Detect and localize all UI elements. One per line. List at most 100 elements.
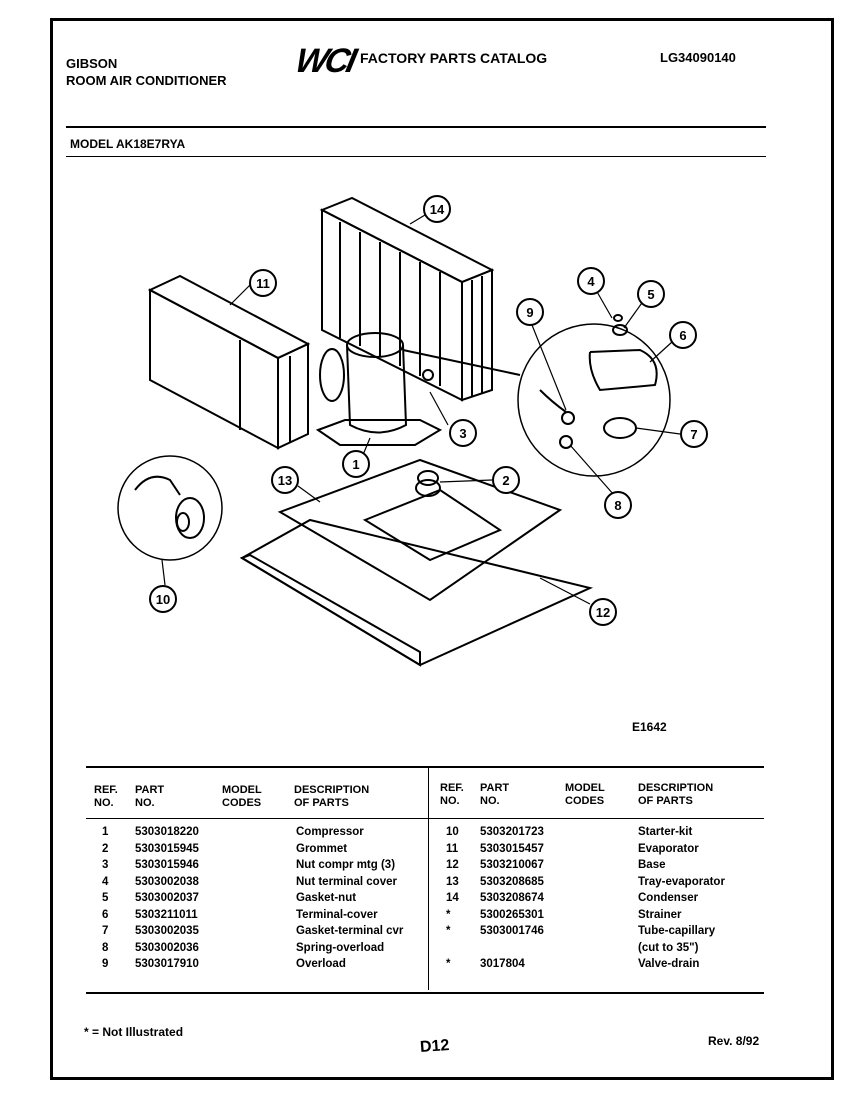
cell-part: 5303210067 <box>480 859 544 871</box>
callout-number: 6 <box>679 328 686 343</box>
cell-ref: 2 <box>102 842 109 855</box>
callout-7: 7 <box>680 420 708 448</box>
header-part-no-right: PART NO. <box>480 782 510 807</box>
callout-number: 1 <box>352 457 359 472</box>
cell-ref: 6 <box>102 908 109 921</box>
callout-number: 5 <box>647 287 654 302</box>
brand-name: GIBSON <box>66 56 118 71</box>
cell-part: 5303208685 <box>480 875 544 888</box>
cell-part: 3017804 <box>480 958 525 970</box>
catalog-title: FACTORY PARTS CATALOG <box>360 50 548 66</box>
callout-10: 10 <box>149 585 177 613</box>
cell-ref: 8 <box>102 941 109 954</box>
condenser-drawing <box>319 196 495 402</box>
table-header-rule <box>86 818 764 819</box>
callout-number: 9 <box>526 305 533 320</box>
cell-part: 5303002037 <box>135 892 199 904</box>
cell-desc: Valve-drain <box>638 958 700 970</box>
cell-desc: Nut terminal cover <box>296 875 397 888</box>
header-part-no-left: PART NO. <box>135 784 165 809</box>
cell-part: 5303002035 <box>135 925 199 937</box>
header-description-left: DESCRIPTION OF PARTS <box>294 784 370 809</box>
cell-desc: Grommet <box>296 842 348 855</box>
callout-number: 8 <box>614 498 621 513</box>
exploded-parts-diagram <box>117 196 681 667</box>
cell-desc: Overload <box>296 958 346 970</box>
starter-kit-detail <box>117 455 223 561</box>
header-ref-no-left: REF. NO. <box>94 784 118 809</box>
cell-ref: 11 <box>446 842 459 855</box>
callout-12: 12 <box>589 598 617 626</box>
cell-desc: Base <box>638 859 666 871</box>
callout-6: 6 <box>669 321 697 349</box>
cell-desc: Nut compr mtg (3) <box>296 859 396 871</box>
cell-ref: 5 <box>102 892 109 904</box>
cell-desc: Condenser <box>638 892 699 904</box>
cell-ref: 3 <box>102 859 109 871</box>
cell-part: 5303015945 <box>135 842 199 855</box>
cell-desc: Gasket-nut <box>296 892 357 904</box>
cell-desc: Starter-kit <box>638 826 693 838</box>
header-ref-no-right: REF. NO. <box>440 782 464 807</box>
cell-ref: * <box>446 908 451 921</box>
cell-part: 5300265301 <box>480 908 544 921</box>
callout-4: 4 <box>577 267 605 295</box>
cell-ref: 1 <box>102 826 109 838</box>
callout-13: 13 <box>271 466 299 494</box>
callout-number: 2 <box>502 473 509 488</box>
cell-ref: * <box>446 925 451 937</box>
header-rule <box>66 126 766 128</box>
callout-3: 3 <box>449 419 477 447</box>
cell-part: 5303018220 <box>135 826 199 838</box>
cell-desc: Gasket-terminal cvr <box>296 925 404 937</box>
cell-part: 5303208674 <box>480 892 544 904</box>
callout-number: 11 <box>256 276 270 291</box>
cell-ref: 7 <box>102 925 109 937</box>
product-type: ROOM AIR CONDITIONER <box>66 73 227 88</box>
cell-ref: 12 <box>446 859 459 871</box>
page-number: D12 <box>419 1036 450 1057</box>
cell-part: 5303211011 <box>135 908 198 921</box>
header-model-codes-right: MODEL CODES <box>565 782 605 807</box>
table-column-divider <box>428 766 429 990</box>
callout-11: 11 <box>249 269 277 297</box>
cell-part: 5303017910 <box>135 958 199 970</box>
cell-ref: * <box>446 958 451 970</box>
cell-ref: 4 <box>102 875 109 888</box>
leader-lines <box>161 214 681 605</box>
cell-desc: Terminal-cover <box>296 908 378 921</box>
evaporator-drawing <box>147 274 311 450</box>
header-model-codes-left: MODEL CODES <box>222 784 262 809</box>
cell-desc: Evaporator <box>638 842 699 855</box>
model-label: MODEL AK18E7RYA <box>70 137 186 151</box>
parts-table <box>86 766 764 994</box>
callout-number: 7 <box>690 427 697 442</box>
cell-desc: Spring-overload <box>296 941 385 954</box>
cell-desc: Strainer <box>638 908 682 921</box>
document-number: LG34090140 <box>660 50 736 65</box>
page-frame <box>50 18 834 1080</box>
cell-part: 5303002036 <box>135 941 199 954</box>
footnote: * = Not Illustrated <box>84 1025 184 1039</box>
callout-number: 12 <box>596 605 610 620</box>
callout-number: 13 <box>278 473 292 488</box>
callout-14: 14 <box>423 195 451 223</box>
callout-5: 5 <box>637 280 665 308</box>
callout-8: 8 <box>604 491 632 519</box>
callout-2: 2 <box>492 466 520 494</box>
cell-desc: Tray-evaporator <box>638 875 725 888</box>
terminal-detail <box>517 314 671 477</box>
brand-block: GIBSON ROOM AIR CONDITIONER <box>66 55 227 89</box>
cell-desc: (cut to 35") <box>638 941 699 954</box>
revision-date: Rev. 8/92 <box>708 1034 760 1048</box>
cell-ref: 13 <box>446 875 459 888</box>
cell-part: 5303001746 <box>480 925 544 937</box>
callout-number: 4 <box>587 274 595 289</box>
figure-code: E1642 <box>632 720 667 734</box>
cell-desc: Compressor <box>296 826 364 838</box>
compressor-drawing <box>315 332 521 446</box>
cell-ref: 10 <box>446 826 459 838</box>
callout-9: 9 <box>516 298 544 326</box>
base-tray-drawing <box>239 458 594 667</box>
